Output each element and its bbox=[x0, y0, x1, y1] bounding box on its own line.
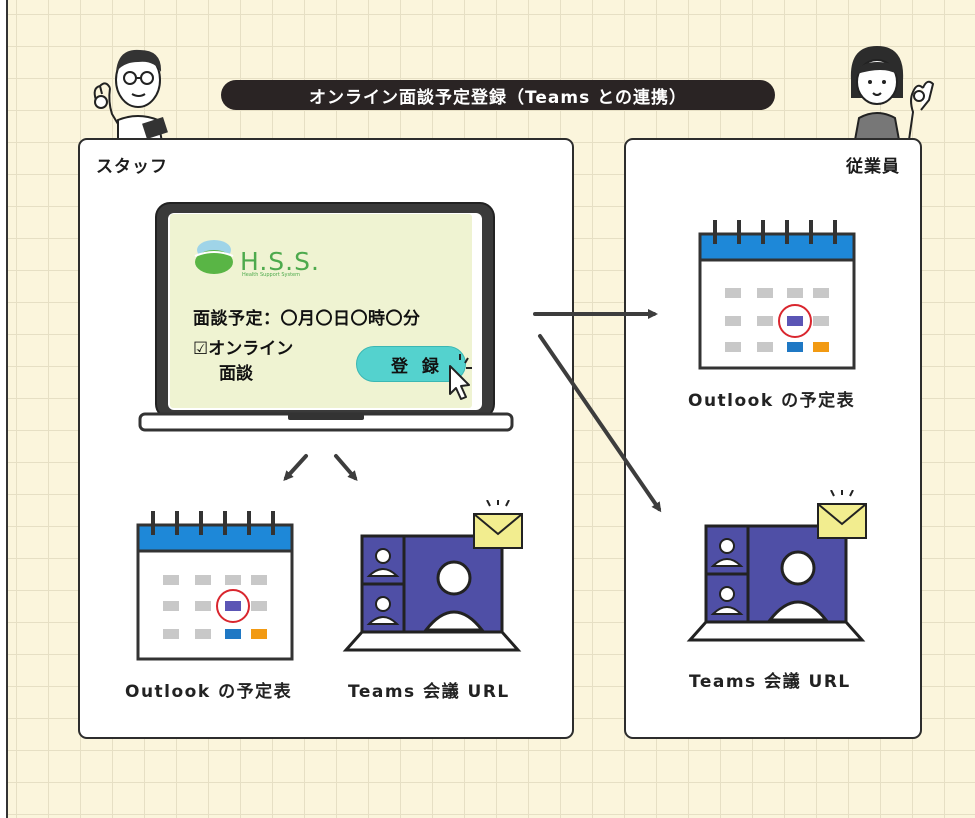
staff-person-illustration bbox=[93, 49, 168, 142]
appointment-text: 面談予定：〇月〇日〇時〇分 bbox=[193, 309, 421, 329]
register-button[interactable]: 登 録 bbox=[356, 346, 466, 382]
calendar-icon bbox=[136, 511, 294, 661]
mouse-cursor-icon bbox=[449, 354, 472, 400]
employee-calendar-caption: Outlook の予定表 bbox=[688, 391, 856, 411]
online-interview-checkbox-label: 面談 bbox=[219, 364, 253, 384]
calendar-icon bbox=[698, 220, 856, 370]
teams-meeting-icon bbox=[686, 490, 867, 642]
arrow-to-staff-calendar bbox=[283, 454, 308, 481]
online-interview-checkbox[interactable]: ☑オンライン bbox=[193, 339, 294, 359]
arrow-to-employee-teams bbox=[538, 334, 662, 513]
hss-logo-icon bbox=[194, 240, 234, 274]
staff-calendar-caption: Outlook の予定表 bbox=[125, 682, 293, 702]
employee-panel-title: 従業員 bbox=[846, 157, 900, 177]
hss-logo-text: H.S.S. bbox=[240, 247, 320, 276]
hss-logo-subtext: Health Support System bbox=[242, 272, 301, 278]
diagram-title: オンライン面談予定登録（Teams との連携） bbox=[221, 80, 775, 110]
arrow-to-staff-teams bbox=[334, 454, 358, 482]
staff-teams-caption: Teams 会議 URL bbox=[348, 682, 510, 702]
highlight-circle bbox=[216, 589, 250, 623]
envelope-icon bbox=[817, 490, 867, 539]
calendar-event-marker bbox=[225, 601, 241, 611]
envelope-icon bbox=[473, 500, 523, 549]
highlight-circle bbox=[778, 304, 812, 338]
staff-panel-title: スタッフ bbox=[96, 157, 168, 177]
teams-meeting-icon bbox=[342, 500, 523, 652]
employee-teams-caption: Teams 会議 URL bbox=[689, 672, 851, 692]
employee-person-illustration bbox=[850, 46, 935, 140]
calendar-event-marker bbox=[787, 316, 803, 326]
